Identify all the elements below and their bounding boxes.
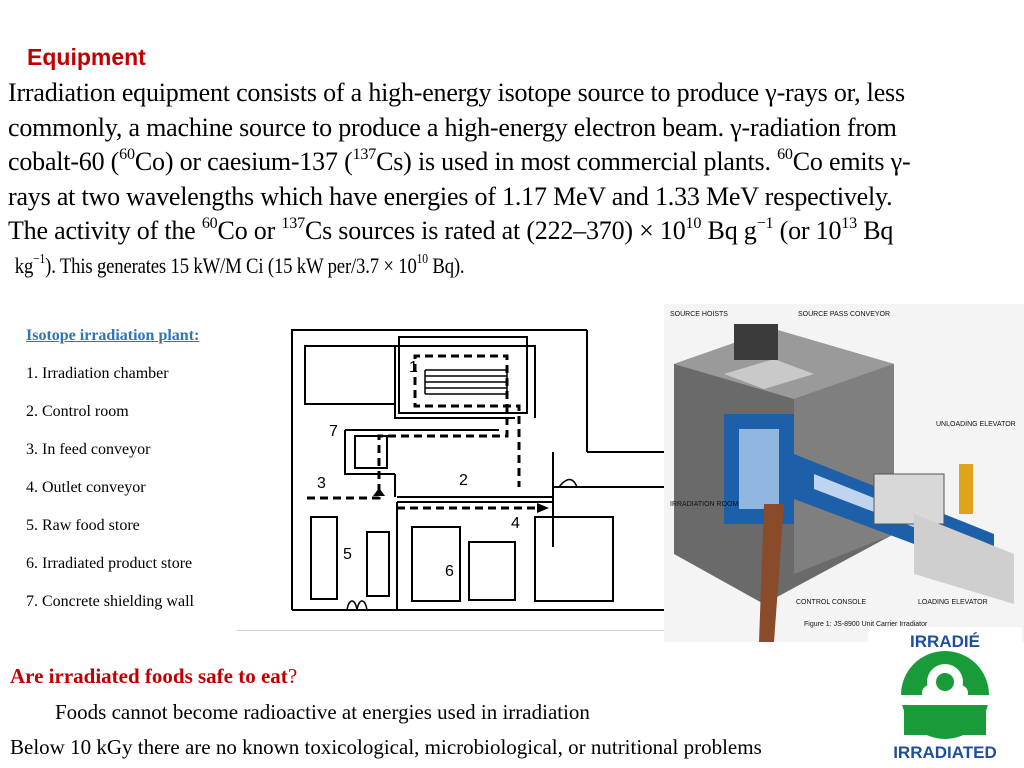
logo-top-text: IRRADIÉ [910,632,980,651]
text: Irradiation equipment consists of a high… [8,78,905,107]
text: The activity of the [8,216,202,245]
superscript: 60 [119,145,135,163]
list-item: 7. Concrete shielding wall [26,593,194,610]
list-item: 4. Outlet conveyor [26,479,146,496]
text: Cs) is used in most commercial plants. [376,147,778,176]
superscript: 13 [841,214,857,232]
text: Bq g [701,216,757,245]
paragraph-line-2: commonly, a machine source to produce a … [8,111,1008,146]
superscript: 10 [685,214,702,232]
list-item: 5. Raw food store [26,517,140,534]
radura-logo: IRRADIÉ IRRADIATED [868,627,1022,764]
text: Co emits γ- [792,147,911,176]
logo-bottom-text: IRRADIATED [893,743,997,762]
paragraph-line-1: Irradiation equipment consists of a high… [8,76,1008,111]
irradiator-illustration: SOURCE HOISTS SOURCE PASS CONVEYOR UNLOA… [664,304,1024,642]
text: Co) or caesium-137 ( [134,147,353,176]
plan-label-3: 3 [317,475,326,492]
answer-line-2: Below 10 kGy there are no known toxicolo… [10,735,762,759]
list-item: 3. In feed conveyor [26,441,151,458]
plan-label-5: 5 [343,546,352,563]
paragraph-line-3: cobalt-60 (60Co) or caesium-137 (137Cs) … [8,145,1008,180]
plan-label-7: 7 [329,423,338,440]
text: Co or [217,216,282,245]
text: Bq). [427,252,465,278]
paragraph-line-6: kg−1). This generates 15 kW/M Ci (15 kW … [8,249,858,284]
plan-label-2: 2 [459,472,468,489]
text: commonly, a machine source to produce a … [8,112,897,142]
list-item: 1. Irradiation chamber [26,365,169,382]
plan-label-1: 1 [409,359,418,376]
paragraph-line-5: The activity of the 60Co or 137Cs source… [8,214,1008,249]
equipment-paragraph: Irradiation equipment consists of a high… [8,76,1008,283]
question-text: Are irradiated foods safe to eat [10,664,288,688]
plan-label-4: 4 [511,515,520,532]
text: kg [14,252,34,278]
superscript: 60 [201,214,218,232]
plant-legend-list: 1. Irradiation chamber 2. Control room 3… [26,365,194,631]
superscript: 60 [777,145,793,163]
superscript: 137 [281,214,305,232]
label-control-console: CONTROL CONSOLE [796,599,866,606]
label-irradiation-room: IRRADIATION ROOM [670,501,738,508]
section-heading: Equipment [27,44,146,70]
text: Cs sources is rated at (222–370) × 10 [304,216,686,245]
figure-caption: Figure 1: JS-8900 Unit Carrier Irradiato… [804,621,928,628]
answer-line-1: Foods cannot become radioactive at energ… [55,700,590,724]
superscript: −1 [756,214,774,232]
question-heading: Are irradiated foods safe to eat? [10,664,297,689]
superscript: 137 [352,145,377,163]
question-mark: ? [287,664,298,688]
label-loading-elevator: LOADING ELEVATOR [918,599,988,606]
text: Bq [856,216,894,245]
superscript: 10 [416,250,428,266]
list-item: 2. Control room [26,403,129,420]
label-source-hoists: SOURCE HOISTS [670,311,728,318]
label-source-pass-conveyor: SOURCE PASS CONVEYOR [798,311,890,318]
paragraph-line-4: rays at two wavelengths which have energ… [8,180,1008,215]
text: cobalt-60 ( [8,147,120,176]
plant-list-title: Isotope irradiation plant: [26,327,200,344]
text: ). This generates 15 kW/M Ci (15 kW per/… [45,252,417,278]
text: (or 10 [773,216,842,245]
text: rays at two wavelengths which have energ… [8,181,893,211]
floor-plan-diagram: 1 2 3 4 5 6 7 [237,329,665,631]
label-unloading-elevator: UNLOADING ELEVATOR [936,421,1016,428]
plan-label-6: 6 [445,563,454,580]
list-item: 6. Irradiated product store [26,555,193,572]
superscript: −1 [33,250,46,266]
